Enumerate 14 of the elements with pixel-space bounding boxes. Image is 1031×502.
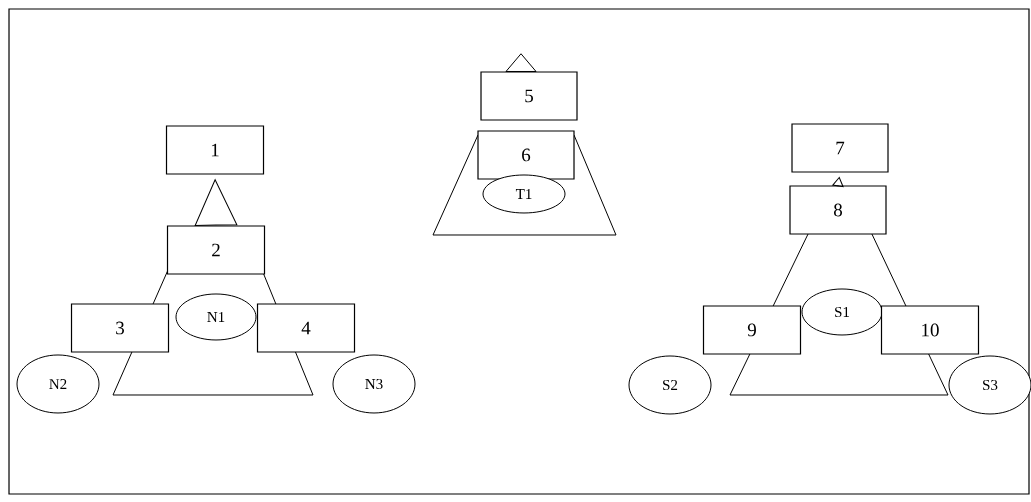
domain-box: 5 xyxy=(480,71,578,121)
domain-box: 6 xyxy=(477,130,575,180)
trust-arrow xyxy=(194,179,238,226)
domain-box: 2 xyxy=(166,225,266,275)
domain-box: 9 xyxy=(702,305,802,355)
domain-box: 4 xyxy=(256,303,356,353)
trust-arrow xyxy=(505,53,537,73)
domain-box: 10 xyxy=(880,305,980,355)
domain-box: 7 xyxy=(791,123,889,173)
domain-box: 8 xyxy=(789,185,887,235)
trust-arrow xyxy=(832,177,844,188)
domain-box: 1 xyxy=(165,125,265,175)
domain-box: 3 xyxy=(70,303,170,353)
node-label: S3 xyxy=(983,379,998,391)
